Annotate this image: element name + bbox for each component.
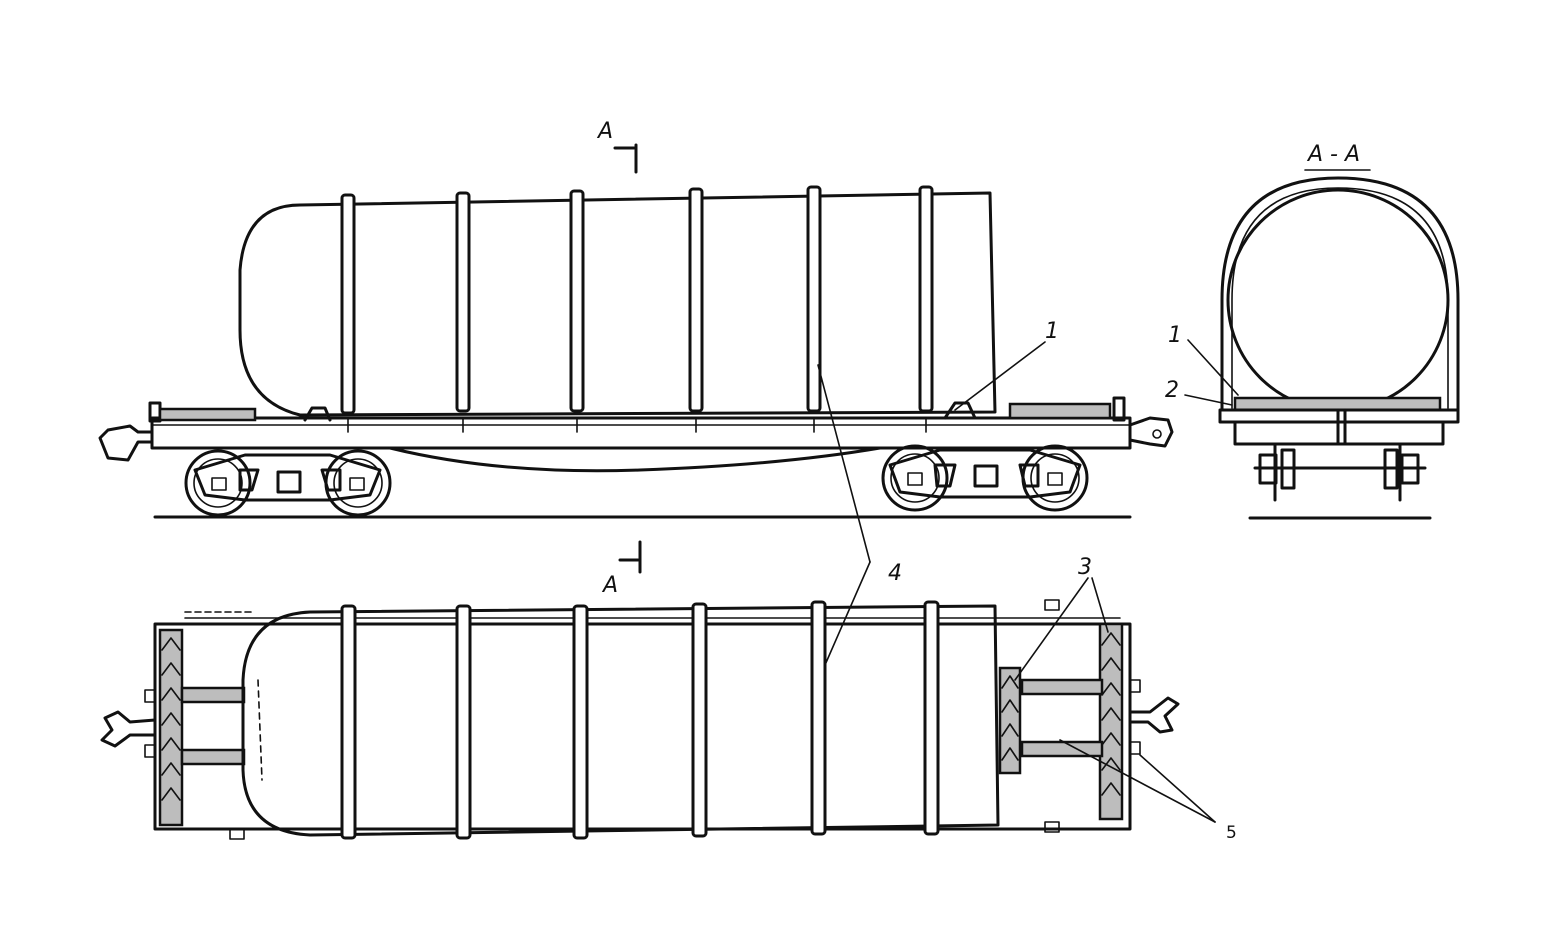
wheel-right-1 <box>881 444 949 512</box>
wood-bar-right-2 <box>1020 740 1104 758</box>
strap-side-4 <box>688 187 704 413</box>
callout-4-leader-bottom <box>824 561 871 666</box>
wheel-end-right <box>1400 453 1420 485</box>
strap-end-outer <box>1220 176 1460 412</box>
strap-plan-5 <box>810 600 827 836</box>
callout-1-side-leader <box>954 341 1046 411</box>
strap-plan-4 <box>691 602 708 838</box>
cargo-cylinder-end <box>1226 188 1450 412</box>
strap-side-6 <box>918 185 934 413</box>
callout-1-end: 1 <box>1168 323 1182 348</box>
chock-block-right <box>998 666 1022 775</box>
bogie-right-frame <box>888 448 1082 499</box>
callout-4: 4 <box>888 561 902 586</box>
end-view: А - А 1 2 <box>1165 142 1460 520</box>
strap-plan-6 <box>923 600 940 836</box>
chock-left <box>303 406 332 422</box>
wood-pad-end <box>1233 396 1442 412</box>
wheel-end-left <box>1258 453 1278 485</box>
section-marker-bottom: А <box>601 573 618 598</box>
platform-plan-outline <box>153 622 1132 831</box>
wheel-right-2 <box>1021 444 1089 512</box>
callout-5: 5 <box>1226 823 1237 843</box>
callout-4-leader-top <box>817 364 871 563</box>
wood-block-right <box>1008 402 1112 420</box>
section-title: А - А <box>1306 142 1360 167</box>
cargo-cylinder-plan <box>241 604 1000 837</box>
end-post-right <box>1112 396 1126 422</box>
end-block-left <box>158 628 184 827</box>
bogie-right <box>881 444 1089 512</box>
callout-3: 3 <box>1078 555 1092 580</box>
bogie-left-frame <box>193 453 382 502</box>
side-view: А 1 <box>98 119 1174 519</box>
strap-plan-2 <box>455 604 472 840</box>
bogie-left <box>184 449 392 517</box>
strap-side-1 <box>340 193 356 415</box>
wood-bar-left-2 <box>180 748 246 766</box>
coupler-plan-left <box>100 710 157 748</box>
strap-anchors <box>347 417 927 433</box>
chock-right <box>943 401 977 420</box>
strap-side-5 <box>806 185 822 413</box>
callout-3-leader-b <box>1091 577 1109 633</box>
plan-view: А 4 3 5 <box>100 364 1237 843</box>
coupler-left <box>98 424 154 462</box>
wheel-left-2 <box>324 449 392 517</box>
section-marker-top: А <box>596 119 613 144</box>
coupler-right-pin <box>1152 429 1162 439</box>
wood-block-left <box>158 407 257 422</box>
strap-plan-1 <box>340 604 357 840</box>
strap-plan-3 <box>572 604 589 840</box>
callout-3-leader-a <box>1014 577 1089 681</box>
callout-1-side: 1 <box>1045 319 1059 344</box>
coupler-plan-right <box>1128 696 1180 734</box>
callout-2-end: 2 <box>1165 378 1179 403</box>
callout-5-leader-b <box>1139 754 1216 823</box>
center-sill <box>388 446 882 473</box>
end-block-right <box>1098 622 1124 821</box>
callout-1-end-leader <box>1187 339 1239 396</box>
wood-bar-left-1 <box>180 686 246 704</box>
straps-plan <box>340 600 940 840</box>
straps-side <box>340 185 934 415</box>
cargo-cylinder-side <box>238 191 997 417</box>
coupler-right <box>1128 416 1174 448</box>
callout-2-end-leader <box>1184 394 1233 406</box>
wheel-left-1 <box>184 449 252 517</box>
callout-5-leader-a <box>1059 739 1216 823</box>
strap-side-3 <box>569 189 585 413</box>
strap-side-2 <box>455 191 471 413</box>
wood-bar-right-1 <box>1020 678 1104 696</box>
platform-frame <box>150 416 1132 450</box>
